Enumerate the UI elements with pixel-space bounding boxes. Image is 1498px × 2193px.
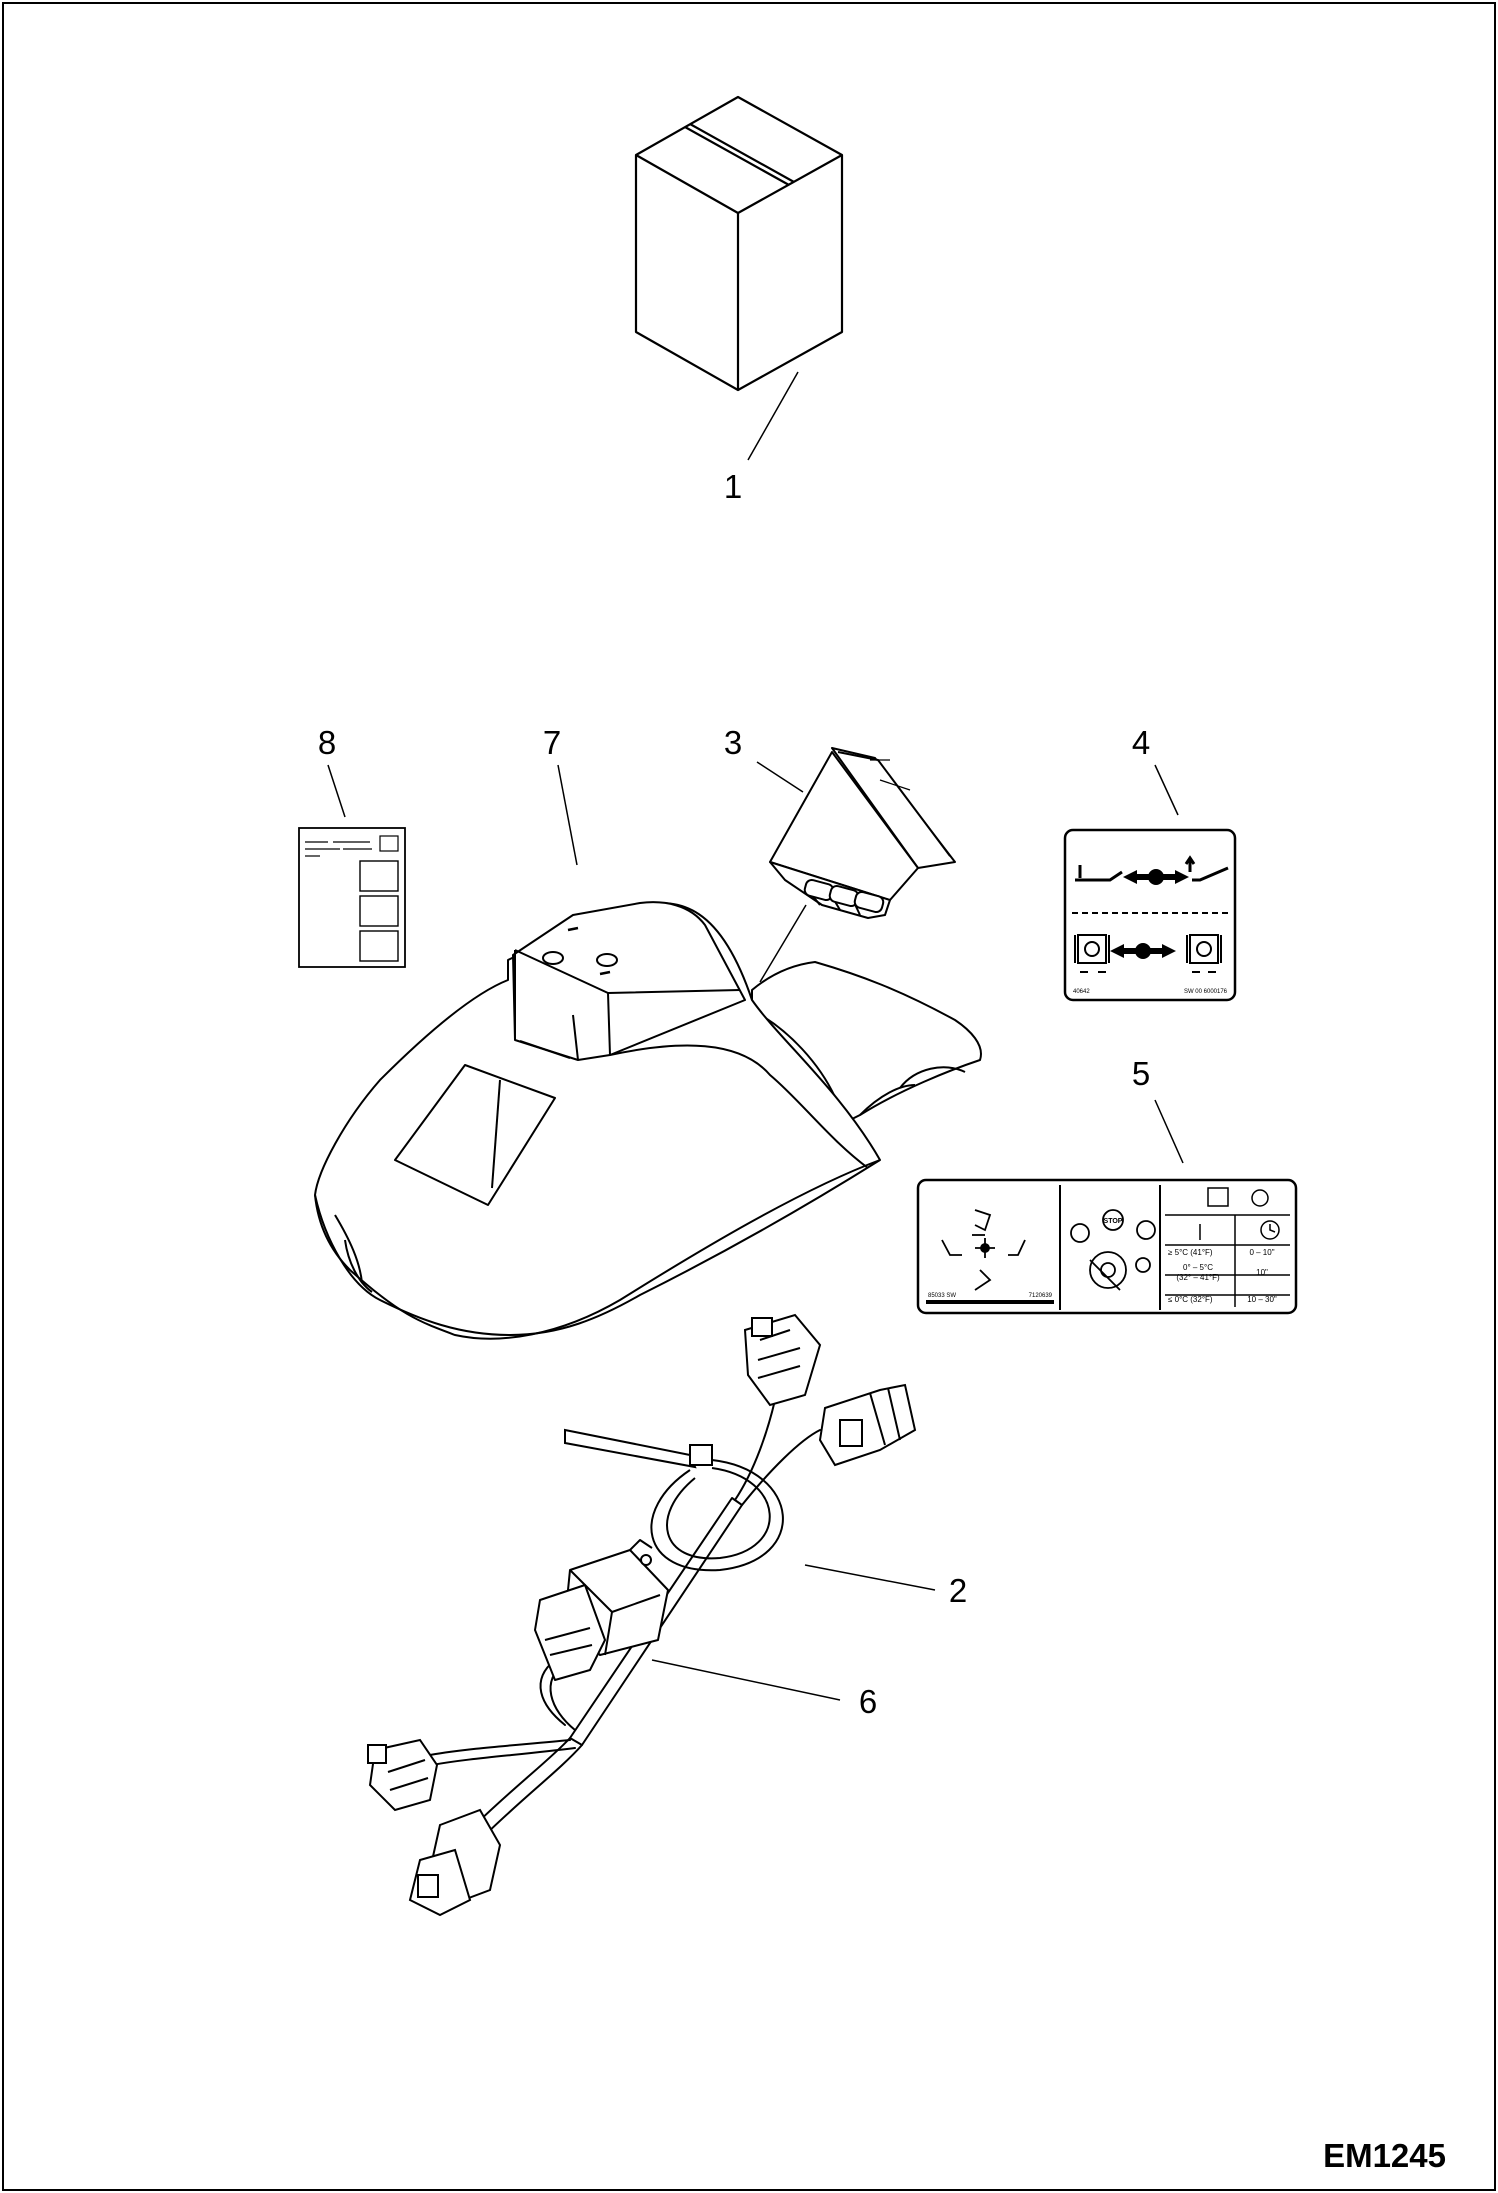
decal5-row2-temp2: (32° – 41°F) [1176, 1273, 1220, 1282]
leader-8 [327, 764, 346, 818]
callout-2: 2 [949, 1572, 967, 1609]
decal5-code-right: 7120639 [1029, 1293, 1053, 1299]
decal4-arrow-right-icon [1162, 870, 1189, 884]
decal5-stop-label: STOP [1104, 1218, 1123, 1225]
part-5-decal: 85033 SW 7120639 STOP ≥ 5°C (41°F) [916, 1178, 1298, 1315]
part-4-decal: N N 40642 SW 00 6000176 [1063, 828, 1237, 1002]
harness-relay [534, 1539, 669, 1681]
callout-3: 3 [724, 724, 742, 761]
svg-text:N: N [1153, 873, 1160, 883]
leader-3 [756, 761, 804, 793]
part-2-cable-tie [564, 1428, 784, 1572]
decal4-neutral-icon [1148, 869, 1164, 885]
leader-1 [747, 371, 799, 461]
decal4-machine-icon-right [1186, 934, 1222, 973]
drawing-code: EM1245 [1323, 2137, 1446, 2174]
leader-7 [557, 764, 578, 866]
leader-3b [759, 904, 807, 983]
decal5-row2-temp1: 0° – 5°C [1183, 1263, 1213, 1272]
decal5-table [1165, 1187, 1290, 1307]
leader-4 [1154, 764, 1179, 816]
decal4-code-left: 40642 [1073, 989, 1090, 995]
callout-1: 1 [724, 468, 742, 505]
decal5-row1-time: 0 – 10" [1249, 1248, 1274, 1257]
decal5-row2-time: 10" [1256, 1268, 1268, 1277]
harness-connector-top [743, 1313, 822, 1407]
callout-8: 8 [318, 724, 336, 761]
decal5-row3-temp: ≤ 0°C (32°F) [1168, 1295, 1213, 1304]
part-1-box [634, 95, 844, 392]
decal4-arrow-left-icon [1123, 870, 1150, 884]
harness-connector-left [367, 1738, 439, 1812]
decal5-joystick-diagram [941, 1209, 1026, 1291]
harness-connector-right [818, 1383, 917, 1467]
decal4-travel-icon-right [1184, 855, 1229, 882]
leader-2 [804, 1564, 936, 1591]
decal5-row1-temp: ≥ 5°C (41°F) [1168, 1248, 1213, 1257]
part-7-console-cover [314, 901, 982, 1340]
leader-6 [651, 1659, 841, 1701]
decal5-code-left: 85033 SW [928, 1293, 956, 1299]
callout-7: 7 [543, 724, 561, 761]
decal4-arrow-right2-icon [1149, 944, 1176, 958]
part-8-manual [298, 827, 406, 968]
decal4-neutral2-icon [1135, 943, 1151, 959]
decal5-barcode-icon [926, 1300, 1054, 1304]
decal4-machine-icon-left [1074, 934, 1110, 973]
svg-text:N: N [1140, 947, 1147, 957]
decal4-code-right: SW 00 6000176 [1184, 989, 1228, 995]
decal5-row3-time: 10 – 30" [1247, 1295, 1277, 1304]
callout-5: 5 [1132, 1055, 1150, 1092]
leader-5 [1154, 1099, 1184, 1164]
part-3-switch [769, 747, 956, 919]
decal5-ignition-diagram [1070, 1209, 1156, 1291]
decal4-travel-icon-left [1075, 865, 1123, 882]
callout-6: 6 [859, 1683, 877, 1720]
harness-connector-bottom [408, 1808, 502, 1917]
decal4-arrow-left2-icon [1110, 944, 1137, 958]
callout-4: 4 [1132, 724, 1150, 761]
